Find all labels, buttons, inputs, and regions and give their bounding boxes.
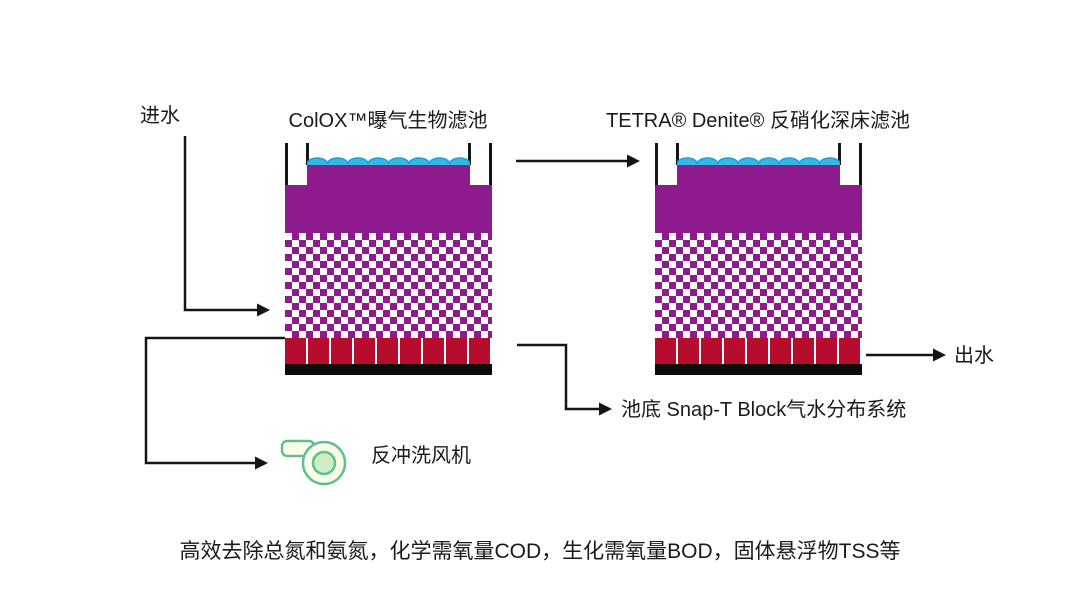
underdrain-blocks-layer xyxy=(285,338,492,364)
water-column xyxy=(677,165,840,187)
weir-wall-left xyxy=(676,143,679,165)
water-column xyxy=(307,165,470,187)
weir-wall-right xyxy=(838,143,841,165)
outlet-arrow xyxy=(866,348,946,362)
denite-filter-tank xyxy=(655,143,862,375)
filter-media-layer xyxy=(285,233,492,338)
inlet-arrow xyxy=(183,136,270,317)
distribution-label: 池底 Snap-T Block气水分布系统 xyxy=(621,399,907,421)
underdrain-blocks-layer xyxy=(655,338,862,364)
caption: 高效去除总氮和氨氮，化学需氧量COD，生化需氧量BOD，固体悬浮物TSS等 xyxy=(179,540,901,563)
outlet-label: 出水 xyxy=(954,345,994,367)
tank-floor xyxy=(655,364,862,375)
tank2-title: TETRA® Denite® 反硝化深床滤池 xyxy=(606,110,910,132)
blower-label: 反冲洗风机 xyxy=(371,445,471,467)
inlet-label: 进水 xyxy=(140,105,180,127)
tank1-title: ColOX™曝气生物滤池 xyxy=(288,110,488,132)
tank-floor xyxy=(285,364,492,375)
underdrain-arrow xyxy=(517,343,612,416)
supernatant-layer xyxy=(655,185,862,233)
blower-arrow xyxy=(144,336,285,470)
tank-to-tank-arrow xyxy=(516,154,640,168)
filter-media-layer xyxy=(655,233,862,338)
colox-filter-tank xyxy=(285,143,492,375)
weir-wall-left xyxy=(306,143,309,165)
supernatant-layer xyxy=(285,185,492,233)
weir-wall-right xyxy=(468,143,471,165)
blower-fan-icon xyxy=(280,439,347,486)
